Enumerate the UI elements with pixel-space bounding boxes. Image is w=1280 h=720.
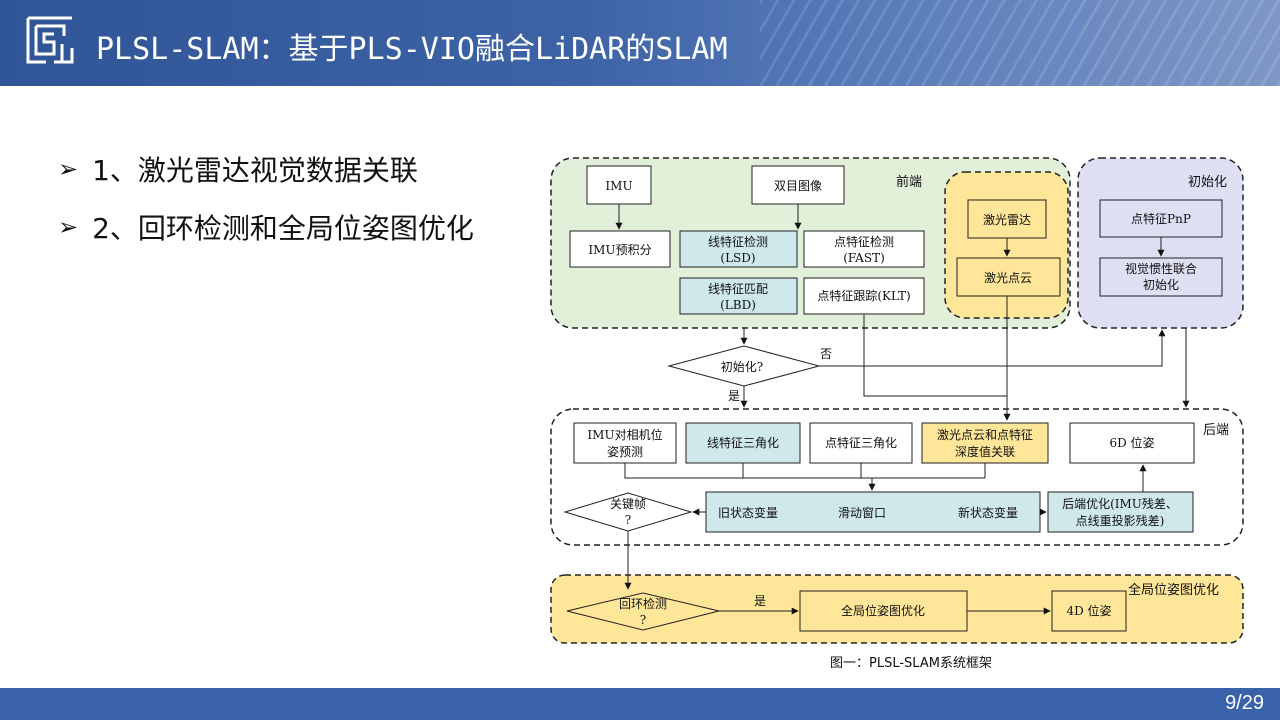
lidar-cloud-node: [956, 257, 1061, 297]
line-tri-node: [685, 422, 801, 464]
imu-pose-node: [573, 422, 677, 464]
no-label: 否: [820, 347, 832, 361]
figure-caption: 图一：PLSL-SLAM系统框架: [830, 656, 992, 671]
point-detect-label-1: 点特征检测: [834, 234, 894, 249]
imu-preint-label: IMU预积分: [588, 243, 651, 257]
loop-label-2: ?: [640, 613, 646, 627]
arrow-bullet-icon: ➢: [58, 213, 79, 241]
edge-init-no: [819, 329, 1166, 367]
point-tri-label: 点特征三角化: [825, 435, 897, 450]
point-track-node: [803, 277, 925, 315]
edge-track-depth: [863, 314, 1011, 421]
keyframe-label-2: ?: [625, 513, 631, 527]
footer-bar: [0, 688, 1280, 720]
page-number: 9/29: [1225, 692, 1264, 714]
point-detect-node: [803, 230, 925, 268]
frontend-label: 前端: [896, 174, 922, 190]
pnp-label: 点特征PnP: [1131, 211, 1191, 226]
backend-opt-label-2: 点线重投影残差): [1076, 513, 1165, 528]
bullet-text: 1、激光雷达视觉数据关联: [92, 154, 418, 187]
init-decision-label: 初始化?: [721, 360, 763, 374]
pose6d-label: 6D 位姿: [1109, 435, 1154, 450]
title-bar: [0, 0, 1280, 86]
lidar-cloud-label: 激光点云: [984, 271, 1032, 285]
vi-init-label-1: 视觉惯性联合: [1125, 261, 1197, 276]
keyframe-label-1: 关键帧: [610, 497, 646, 511]
arrow-bullet-icon: ➢: [58, 155, 79, 183]
line-match-label-2: (LBD): [720, 298, 756, 312]
global-label: 全局位姿图优化: [1128, 582, 1219, 598]
backend-opt-node: [1047, 491, 1194, 533]
point-tri-node: [809, 422, 913, 464]
depth-assoc-label-1: 激光点云和点特征: [937, 427, 1033, 442]
imu-pose-label-1: IMU对相机位: [587, 427, 662, 442]
pose4d-label: 4D 位姿: [1066, 603, 1111, 618]
pose4d-node: [1051, 590, 1127, 632]
line-match-label-1: 线特征匹配: [708, 281, 768, 296]
stereo-node: [751, 165, 845, 205]
loop-label-1: 回环检测: [619, 596, 667, 611]
vi-init-label-2: 初始化: [1143, 278, 1179, 292]
backend-opt-label-1: 后端优化(IMU残差、: [1062, 497, 1178, 511]
depth-assoc-label-2: 深度值关联: [955, 444, 1015, 459]
line-tri-label: 线特征三角化: [707, 435, 779, 450]
lidar-label: 激光雷达: [983, 213, 1031, 227]
point-detect-label-2: (FAST): [843, 251, 885, 265]
global-opt-label: 全局位姿图优化: [841, 603, 925, 618]
bullet-text: 2、回环检测和全局位姿图优化: [92, 212, 474, 245]
yes-label: 是: [728, 389, 740, 403]
edge-nodes-merge: [624, 463, 986, 490]
line-detect-label-1: 线特征检测: [708, 234, 768, 249]
line-detect-node: [679, 230, 798, 268]
stereo-label: 双目图像: [774, 179, 822, 193]
line-detect-label-2: (LSD): [720, 251, 755, 265]
old-state-label: 旧状态变量: [718, 505, 778, 520]
vi-init-node: [1099, 257, 1223, 297]
point-track-label: 点特征跟踪(KLT): [817, 288, 910, 303]
init-label: 初始化: [1188, 175, 1227, 190]
pose6d-node: [1069, 422, 1195, 464]
bullet-list: ➢ 1、激光雷达视觉数据关联 ➢ 2、回环检测和全局位姿图优化: [58, 140, 474, 256]
depth-assoc-node: [921, 422, 1049, 464]
slide-title: PLSL-SLAM：基于PLS-VIO融合LiDAR的SLAM: [96, 32, 728, 67]
loop-yes-label: 是: [754, 594, 766, 608]
imu-label: IMU: [605, 179, 632, 193]
header-texture: [760, 0, 1280, 86]
backend-label: 后端: [1203, 423, 1229, 438]
university-logo-icon: [26, 16, 74, 64]
new-state-label: 新状态变量: [958, 505, 1018, 520]
imu-preint-node: [569, 230, 671, 268]
imu-pose-label-2: 姿预测: [607, 445, 643, 459]
keyframe-decision: [563, 492, 693, 532]
sliding-label: 滑动窗口: [838, 506, 886, 520]
line-match-node: [679, 277, 798, 315]
bullet-item: ➢ 2、回环检测和全局位姿图优化: [58, 198, 474, 256]
bullet-item: ➢ 1、激光雷达视觉数据关联: [58, 140, 474, 198]
